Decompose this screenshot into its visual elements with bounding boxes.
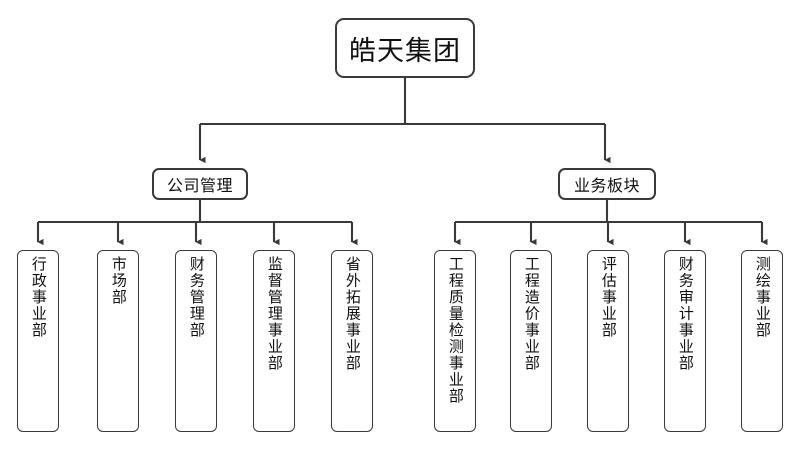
node-label-business-segment: 业务板块: [573, 178, 640, 195]
node-root-group[interactable]: 皓天集团: [335, 18, 475, 78]
node-leaf-engineering-cost[interactable]: 工程造价事业部: [510, 250, 552, 432]
node-label-leaf: 财务审计事业部: [676, 256, 694, 372]
node-label-company-management: 公司管理: [166, 178, 233, 195]
node-label-leaf: 财务管理部: [187, 256, 205, 339]
node-label-leaf: 工程质量检测事业部: [446, 256, 464, 405]
node-leaf-supervision-management[interactable]: 监督管理事业部: [253, 250, 295, 432]
node-label-leaf: 工程造价事业部: [522, 256, 540, 372]
node-leaf-surveying-mapping[interactable]: 测绘事业部: [741, 250, 783, 432]
node-leaf-admin[interactable]: 行政事业部: [17, 250, 59, 432]
left-branch-connectors: [36, 200, 358, 246]
node-leaf-engineering-quality-inspection[interactable]: 工程质量检测事业部: [434, 250, 476, 432]
node-label-leaf: 监督管理事业部: [265, 256, 283, 372]
root-to-level1-connectors: [198, 78, 611, 164]
node-leaf-out-of-province-expansion[interactable]: 省外拓展事业部: [331, 250, 373, 432]
node-label-leaf: 行政事业部: [29, 256, 47, 339]
right-branch-connectors: [453, 200, 768, 246]
node-label-leaf: 评估事业部: [599, 256, 617, 339]
node-leaf-finance-management[interactable]: 财务管理部: [175, 250, 217, 432]
node-leaf-appraisal[interactable]: 评估事业部: [587, 250, 629, 432]
node-leaf-financial-audit[interactable]: 财务审计事业部: [664, 250, 706, 432]
node-leaf-market[interactable]: 市场部: [97, 250, 139, 432]
node-company-management[interactable]: 公司管理: [152, 168, 248, 200]
node-business-segment[interactable]: 业务板块: [558, 168, 656, 200]
node-label-leaf: 市场部: [109, 256, 127, 306]
node-label-root: 皓天集团: [349, 35, 461, 66]
node-label-leaf: 省外拓展事业部: [343, 256, 361, 372]
node-label-leaf: 测绘事业部: [753, 256, 771, 339]
